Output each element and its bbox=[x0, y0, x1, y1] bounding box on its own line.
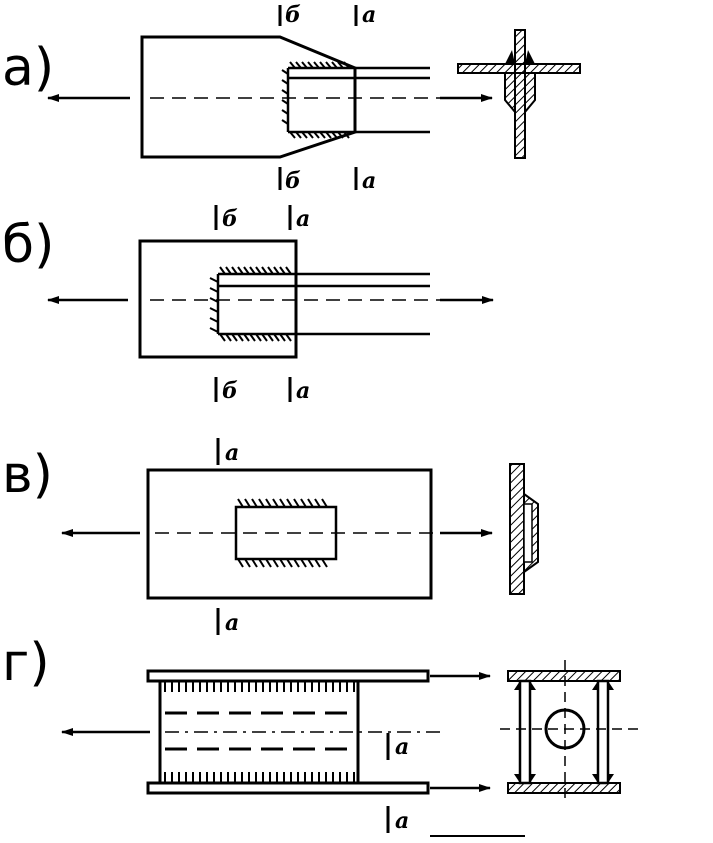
panel-b-strip bbox=[216, 272, 430, 336]
panel-v: в) а а bbox=[2, 438, 539, 636]
panel-v-plate bbox=[146, 468, 433, 600]
panel-v-label: в) bbox=[2, 445, 53, 505]
panel-a-cross-section bbox=[457, 29, 581, 159]
panel-a-label: а) bbox=[2, 38, 54, 98]
panel-v-section-label: а bbox=[225, 610, 239, 636]
panel-g-hidden-lines bbox=[165, 711, 355, 751]
panel-b: б) б а б а bbox=[2, 205, 494, 404]
panel-g-label: г) bbox=[2, 633, 50, 693]
panel-b-section-label: б bbox=[222, 378, 238, 404]
panel-b-plate bbox=[138, 239, 298, 359]
panel-g-cover-plate bbox=[158, 679, 360, 785]
panel-a-section-label: б bbox=[285, 2, 301, 28]
panel-a-weld bbox=[281, 61, 350, 139]
panel-g-section-label: а bbox=[395, 734, 409, 760]
panel-v-cross-section bbox=[509, 463, 539, 595]
panel-b-label: б) bbox=[2, 215, 54, 275]
panel-v-section-label: а bbox=[225, 440, 239, 466]
panel-g: г) а а bbox=[2, 633, 640, 837]
panel-a: а) б а б а bbox=[2, 2, 581, 194]
panel-a-plate bbox=[140, 35, 357, 159]
panel-a-section-label: а bbox=[362, 2, 376, 28]
panel-a-section-label: б bbox=[285, 168, 301, 194]
panel-a-section-label: а bbox=[362, 168, 376, 194]
panel-v-weld bbox=[237, 498, 328, 568]
panel-a-strip bbox=[286, 66, 430, 134]
panel-b-weld bbox=[209, 266, 292, 342]
panel-g-section-label: а bbox=[395, 808, 409, 834]
panel-b-section-label: а bbox=[296, 206, 310, 232]
panel-g-weld bbox=[164, 681, 355, 783]
panel-g-cross-section bbox=[500, 660, 640, 800]
panel-b-section-label: б bbox=[222, 206, 238, 232]
panel-b-section-label: а bbox=[296, 378, 310, 404]
